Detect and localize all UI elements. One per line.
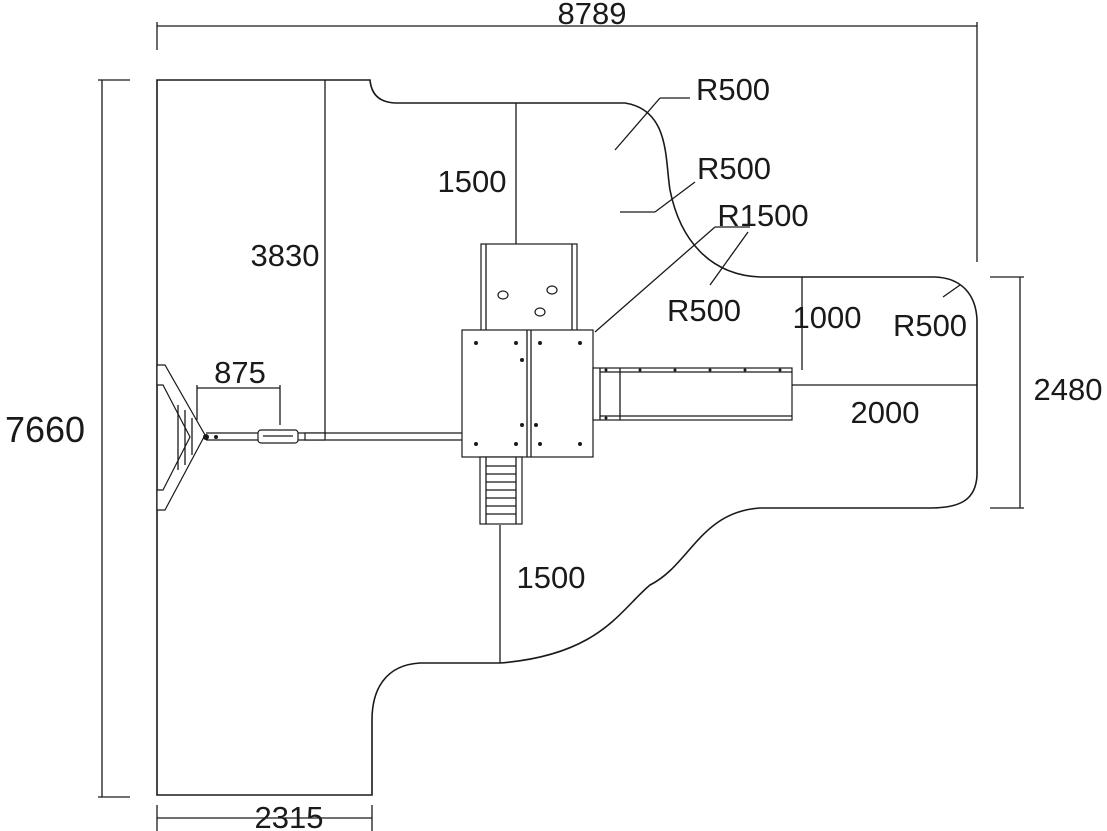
radius-label-2: R500 [697, 151, 771, 186]
radius-callout-4: R500 [667, 231, 749, 328]
dim-overall-width: 8789 [156, 0, 978, 262]
dim-label-bottom-clearance: 1500 [517, 560, 586, 595]
dim-swing-offset: 875 [196, 355, 281, 425]
dim-label-overall-width: 8789 [558, 0, 627, 31]
radius-label-5: R500 [893, 308, 967, 343]
swing-frame [156, 364, 218, 511]
tower-deck [461, 329, 594, 458]
swing-beam [206, 429, 462, 444]
dim-swing-to-top: 3830 [251, 80, 326, 437]
dim-label-top-clearance: 1500 [438, 164, 507, 199]
dim-label-slide-clearance-end: 2000 [851, 395, 920, 430]
dim-slide-clearance-end: 2000 [792, 384, 977, 430]
dim-bottom-clearance: 1500 [499, 525, 586, 663]
dim-slide-clearance-top: 1000 [793, 277, 862, 370]
dim-overall-height: 7660 [5, 79, 130, 798]
dim-label-right-section-height: 2480 [1034, 372, 1103, 407]
slide [592, 367, 793, 421]
ladder [479, 456, 523, 525]
climbing-wall [480, 243, 578, 335]
safety-zone-outline [156, 79, 978, 796]
dim-label-overall-height: 7660 [5, 409, 85, 450]
radius-callout-2: R500 [620, 151, 771, 213]
dim-right-section-height: 2480 [990, 276, 1103, 509]
dim-label-swing-offset: 875 [214, 355, 266, 390]
dim-label-bottom-width: 2315 [255, 800, 324, 831]
radius-label-3: R1500 [717, 198, 808, 233]
dim-bottom-width: 2315 [156, 800, 373, 831]
radius-callout-1: R500 [614, 72, 770, 151]
radius-label-1: R500 [696, 72, 770, 107]
radius-label-4: R500 [667, 293, 741, 328]
dim-top-clearance: 1500 [438, 103, 517, 244]
dim-label-swing-to-top: 3830 [251, 238, 320, 273]
radius-callout-5: R500 [893, 284, 967, 343]
radius-callout-3: R1500 [594, 198, 809, 333]
dim-label-slide-clearance-top: 1000 [793, 300, 862, 335]
